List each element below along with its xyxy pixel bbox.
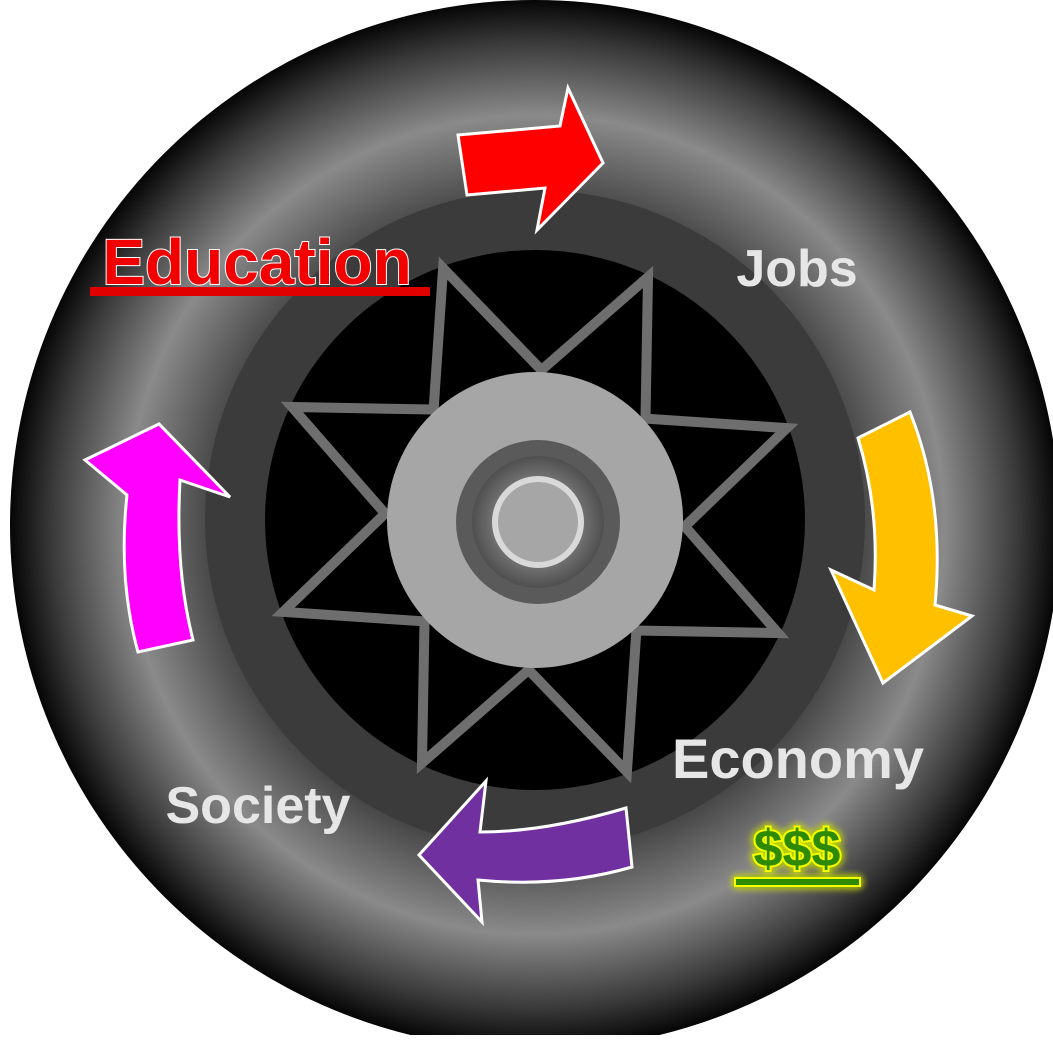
money-badge: $$$ [734, 818, 861, 887]
education-underline [90, 287, 430, 296]
arrow-jobs-to-economy [827, 409, 976, 686]
spokes [271, 256, 799, 784]
spoke-star [271, 256, 799, 784]
education-label: Education [102, 226, 411, 298]
society-label: Society [166, 777, 351, 835]
arrow-society-to-education [82, 422, 232, 654]
money-underline [734, 877, 861, 887]
economy-label: Economy [672, 727, 924, 790]
money-label: $$$ [754, 820, 841, 878]
arrow-economy-to-society [416, 776, 634, 927]
arrow-education-to-jobs [456, 83, 605, 235]
jobs-label: Jobs [736, 240, 857, 298]
hub-cap [498, 482, 578, 562]
